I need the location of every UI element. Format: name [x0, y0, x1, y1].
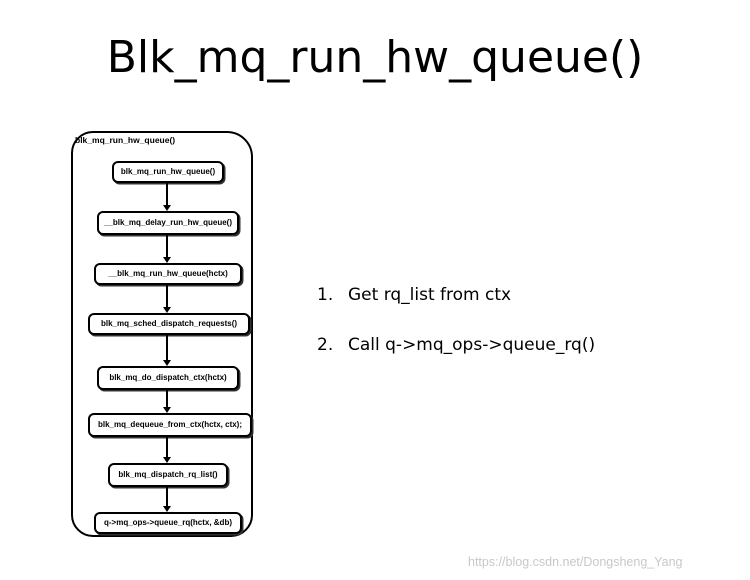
step-number: 2. [317, 335, 334, 355]
node-dispatch-rq-list: blk_mq_dispatch_rq_list() [108, 463, 228, 487]
step-item: 2. Call q->mq_ops->queue_rq() [317, 333, 595, 357]
node-sched-dispatch-requests: blk_mq_sched_dispatch_requests() [88, 313, 250, 335]
step-number: 1. [317, 285, 334, 305]
node-delay-run-hw-queue: __blk_mq_delay_run_hw_queue() [97, 211, 239, 235]
node-blk-mq-run-hw-queue: blk_mq_run_hw_queue() [112, 161, 224, 183]
node-queue-rq: q->mq_ops->queue_rq(hctx, &db) [94, 512, 242, 534]
slide-title: Blk_mq_run_hw_queue() [106, 32, 644, 83]
edge-arrow [163, 335, 171, 366]
watermark: https://blog.csdn.net/Dongsheng_Yang [468, 555, 683, 569]
edge-arrow [163, 487, 171, 512]
step-text: Get rq_list from ctx [348, 285, 512, 305]
edge-arrow [163, 183, 171, 211]
node-do-dispatch-ctx: blk_mq_do_dispatch_ctx(hctx) [97, 366, 239, 390]
edge-arrow [163, 285, 171, 313]
function-frame [71, 131, 253, 537]
step-text: Call q->mq_ops->queue_rq() [348, 335, 596, 355]
edge-arrow [163, 437, 171, 463]
step-item: 1. Get rq_list from ctx [317, 283, 595, 307]
frame-label: blk_mq_run_hw_queue() [75, 135, 176, 145]
node-dequeue-from-ctx: blk_mq_dequeue_from_ctx(hctx, ctx); [88, 413, 252, 437]
step-list: 1. Get rq_list from ctx 2. Call q->mq_ops-… [317, 283, 595, 383]
edge-arrow [163, 390, 171, 413]
node-run-hw-queue-hctx: __blk_mq_run_hw_queue(hctx) [94, 263, 242, 285]
edge-arrow [163, 235, 171, 263]
